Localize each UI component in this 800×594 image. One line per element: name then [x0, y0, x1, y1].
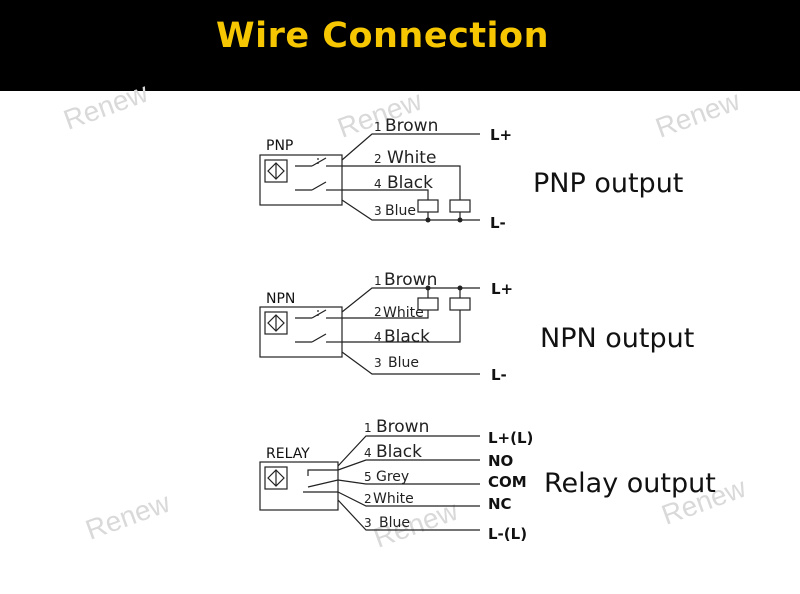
relay-contact-icon [303, 469, 339, 493]
npn-sensor-box [259, 306, 343, 358]
wire-number: 3 [374, 204, 382, 218]
page-title: Wire Connection [215, 16, 550, 56]
wire-label: Black [387, 173, 433, 193]
wire-label: Brown [384, 270, 437, 290]
watermark: Renew [81, 486, 174, 545]
wire-label: Grey [376, 469, 409, 485]
relay-diagram: RELAY 1 Brown 4 Black 5 Grey 2 White 3 B… [259, 417, 716, 543]
sensor-icon [264, 311, 288, 335]
wire-number: 2 [364, 492, 372, 506]
wire-number: 3 [364, 516, 372, 530]
watermark: Renew [59, 76, 152, 135]
wire-number: 4 [364, 446, 372, 460]
terminal-l-plus: L+ [491, 280, 513, 298]
relay-output-label: Relay output [544, 468, 716, 499]
terminal-nc: NC [488, 495, 512, 513]
pnp-output-label: PNP output [533, 168, 683, 199]
wire-number: 2 [374, 305, 382, 319]
wire-label: White [383, 305, 424, 321]
switch-icon [295, 157, 342, 191]
sensor-icon [264, 466, 288, 490]
wire-number: 4 [374, 330, 382, 344]
wire-label: White [373, 491, 414, 507]
npn-box-label: NPN [266, 291, 295, 307]
wire-number: 1 [374, 274, 382, 288]
wire-label: Blue [379, 515, 410, 531]
wire-label: Black [384, 327, 430, 347]
wire-label: Brown [385, 116, 438, 136]
wire-number: 3 [374, 356, 382, 370]
wire-number: 1 [374, 120, 382, 134]
npn-output-label: NPN output [540, 323, 694, 354]
wire-label: Blue [388, 355, 419, 371]
pnp-box-label: PNP [266, 138, 293, 154]
wire-number: 1 [364, 421, 372, 435]
pnp-diagram: PNP 1 Brown 2 White 4 [259, 116, 683, 232]
terminal-l-minus: L- [491, 366, 507, 384]
relay-box-label: RELAY [266, 446, 310, 462]
title-bar: Wire Connection [0, 0, 800, 91]
switch-icon [295, 309, 342, 343]
wire-label: Brown [376, 417, 429, 437]
terminal-l-plus: L+(L) [488, 429, 533, 447]
wire-label: Blue [385, 203, 416, 219]
watermark: Renew [651, 84, 744, 143]
sensor-icon [264, 159, 288, 183]
relay-sensor-box [259, 461, 339, 511]
terminal-l-minus: L-(L) [488, 525, 527, 543]
terminal-com: COM [488, 473, 527, 491]
wire-number: 4 [374, 177, 382, 191]
pnp-sensor-box [259, 154, 343, 206]
wire-label: Black [376, 442, 422, 462]
terminal-no: NO [488, 452, 513, 470]
wire-number: 2 [374, 152, 382, 166]
terminal-l-plus: L+ [490, 126, 512, 144]
wire-label: White [387, 148, 436, 168]
terminal-l-minus: L- [490, 214, 506, 232]
npn-diagram: NPN 1 Brown 2 White 4 Black [259, 270, 694, 384]
wire-number: 5 [364, 470, 372, 484]
